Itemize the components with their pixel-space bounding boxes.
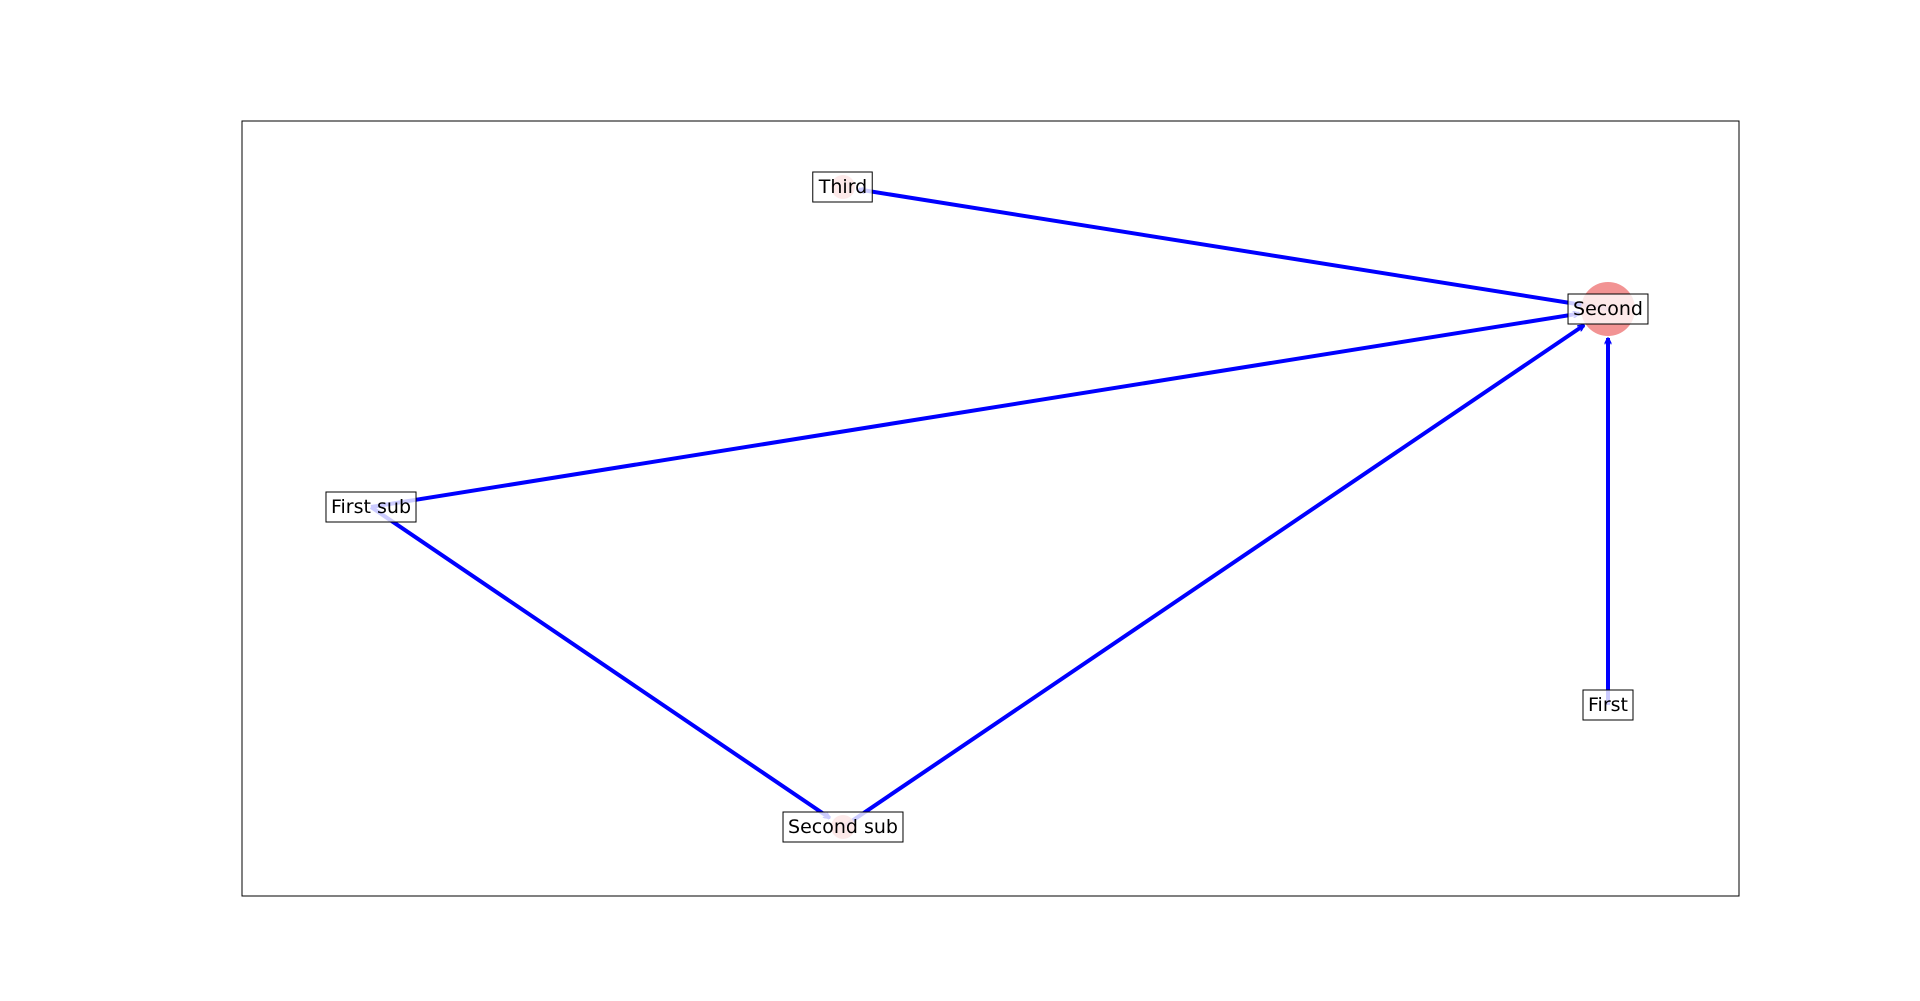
- node-first-sub: First sub: [325, 491, 417, 523]
- node-label: Second: [1573, 298, 1643, 320]
- node-label: Second sub: [788, 816, 898, 838]
- node-label: First: [1588, 694, 1628, 716]
- node-label-box: [1567, 293, 1649, 325]
- node-third: Third: [812, 171, 873, 203]
- node-label: First sub: [331, 496, 411, 518]
- node-label-box: [325, 491, 417, 523]
- node-second: Second: [1567, 293, 1649, 325]
- node-first: First: [1582, 689, 1634, 721]
- edge-second-to-third: [859, 190, 1609, 311]
- node-label-box: [812, 171, 873, 203]
- edges-layer: [369, 190, 1609, 829]
- node-label-box: [1582, 689, 1634, 721]
- edge-first_sub-to-second: [370, 314, 1579, 509]
- edge-second_sub-to-second: [841, 323, 1584, 829]
- plot-frame: [241, 120, 1740, 897]
- node-label: Third: [818, 176, 867, 198]
- node-label-box: [782, 811, 904, 843]
- nodes-layer: [831, 175, 1635, 839]
- node-second-sub: Second sub: [782, 811, 904, 843]
- edge-first_sub-to-second_sub: [369, 505, 830, 820]
